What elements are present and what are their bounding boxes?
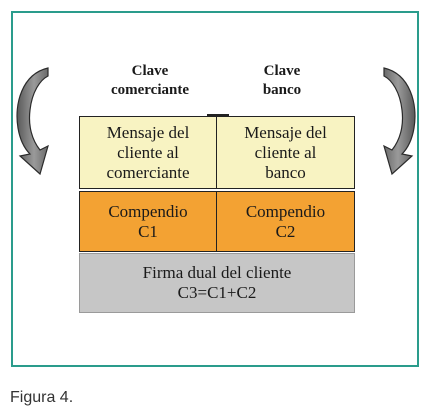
merchant-key-label: Clave comerciante [110,63,190,98]
digest-c1-cell: Compendio C1 [79,191,217,252]
merchant-message-cell: Mensaje del cliente al comerciante [79,116,217,189]
curved-arrow-left-icon [16,67,49,176]
digest-c2-cell: Compendio C2 [216,191,355,252]
merchant-message-text: Mensaje del cliente al comerciante [106,122,190,182]
divider-tick [207,114,229,116]
dual-signature-text: Firma dual del cliente C3=C1+C2 [142,263,292,302]
dual-signature-cell: Firma dual del cliente C3=C1+C2 [79,253,355,313]
figure-caption: Figura 4. [10,389,74,406]
figure-frame [11,11,419,367]
digest-c2-text: Compendio C2 [245,201,326,241]
curved-arrow-right-icon [383,67,416,176]
bank-key-label: Clave banco [262,63,302,98]
digest-c1-text: Compendio C1 [108,201,188,241]
bank-message-cell: Mensaje del cliente al banco [216,116,355,189]
bank-message-text: Mensaje del cliente al banco [244,122,327,182]
